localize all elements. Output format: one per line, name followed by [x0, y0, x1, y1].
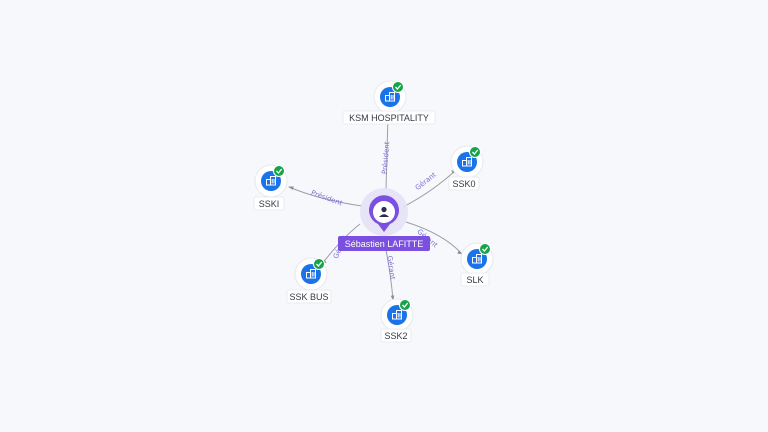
company-node-ssk0[interactable]: SSK0 — [448, 145, 484, 191]
company-node-ksm-hospitality[interactable]: KSM HOSPITALITY — [342, 80, 436, 125]
building-icon — [385, 92, 395, 102]
company-label-box — [253, 196, 285, 211]
edge-arrowhead — [288, 186, 294, 190]
check-icon — [479, 243, 491, 255]
company-label-box — [380, 328, 412, 343]
company-name: SSK0 — [452, 179, 475, 189]
edge-ksm-hospitality: Président — [381, 113, 392, 191]
center-name: Sébastien LAFITTE — [345, 239, 424, 249]
company-name: SSK2 — [384, 331, 407, 341]
company-label-box — [448, 176, 480, 191]
building-icon — [472, 254, 482, 264]
person-icon — [379, 206, 389, 217]
company-label-box — [286, 289, 332, 304]
edge-line — [402, 169, 457, 208]
company-name: KSM HOSPITALITY — [349, 113, 429, 123]
building-icon — [462, 157, 472, 167]
edge-role-label: Président — [381, 141, 392, 174]
company-label-box — [460, 272, 490, 287]
edge-arrowhead — [390, 295, 395, 301]
company-name: SLK — [466, 275, 483, 285]
center-person-node[interactable]: Sébastien LAFITTE — [338, 188, 430, 251]
check-icon — [392, 81, 404, 93]
check-icon — [399, 299, 411, 311]
company-name: SSK BUS — [289, 292, 328, 302]
edge-sski: Président — [288, 186, 363, 208]
check-icon — [469, 146, 481, 158]
check-icon — [313, 258, 325, 270]
edge-line — [288, 186, 363, 207]
company-node-ssk2[interactable]: SSK2 — [380, 298, 414, 343]
check-icon — [273, 165, 285, 177]
edge-line — [385, 113, 389, 191]
edge-ssk2: Gérant — [385, 249, 397, 301]
company-node-slk[interactable]: SLK — [460, 242, 494, 287]
center-label-box — [338, 236, 430, 251]
building-icon — [266, 176, 276, 186]
edge-line — [405, 221, 463, 255]
building-icon — [306, 269, 316, 279]
company-label-box — [342, 110, 436, 125]
company-node-sski[interactable]: SSKI — [253, 164, 288, 211]
edge-role-label: Président — [310, 189, 344, 208]
company-node-ssk-bus[interactable]: SSK BUS — [286, 257, 332, 304]
edge-role-label: Gérant — [414, 171, 438, 192]
company-name: SSKI — [259, 199, 280, 209]
building-icon — [392, 310, 402, 320]
edge-role-label: Gérant — [385, 255, 396, 280]
